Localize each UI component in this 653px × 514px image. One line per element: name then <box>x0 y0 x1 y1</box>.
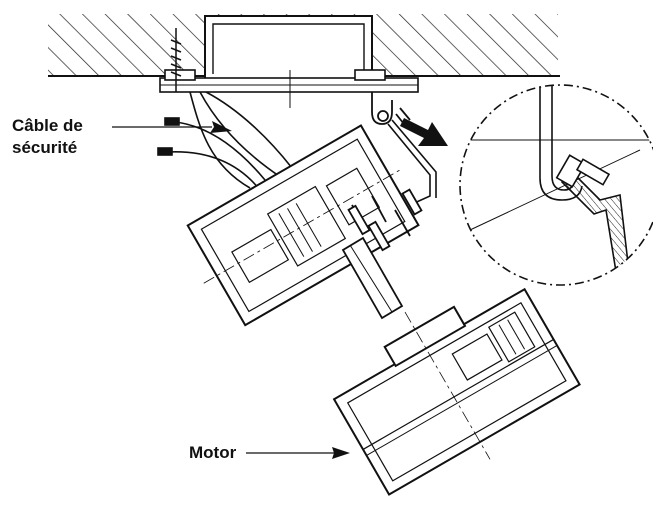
callout-arrow-icon <box>210 121 232 133</box>
safety-cable-callout: Câble de sécurité <box>12 116 232 157</box>
upper-housing <box>186 124 420 327</box>
detail-arrow-icon <box>400 118 448 146</box>
hanging-hook <box>371 92 411 125</box>
mounting-screw <box>170 28 182 92</box>
ceiling-box <box>204 15 373 78</box>
motor-arrow-icon <box>332 447 350 459</box>
safety-cable-label-line1: Câble de <box>12 116 83 135</box>
mounting-bracket <box>159 69 419 108</box>
motor-label: Motor <box>189 443 237 462</box>
motor-housing <box>332 287 581 496</box>
wires <box>157 91 293 191</box>
downrod <box>341 188 423 320</box>
motor-callout: Motor <box>189 443 350 462</box>
detail-view <box>459 84 653 286</box>
safety-cable <box>387 119 437 206</box>
safety-cable-label-line2: sécurité <box>12 138 77 157</box>
